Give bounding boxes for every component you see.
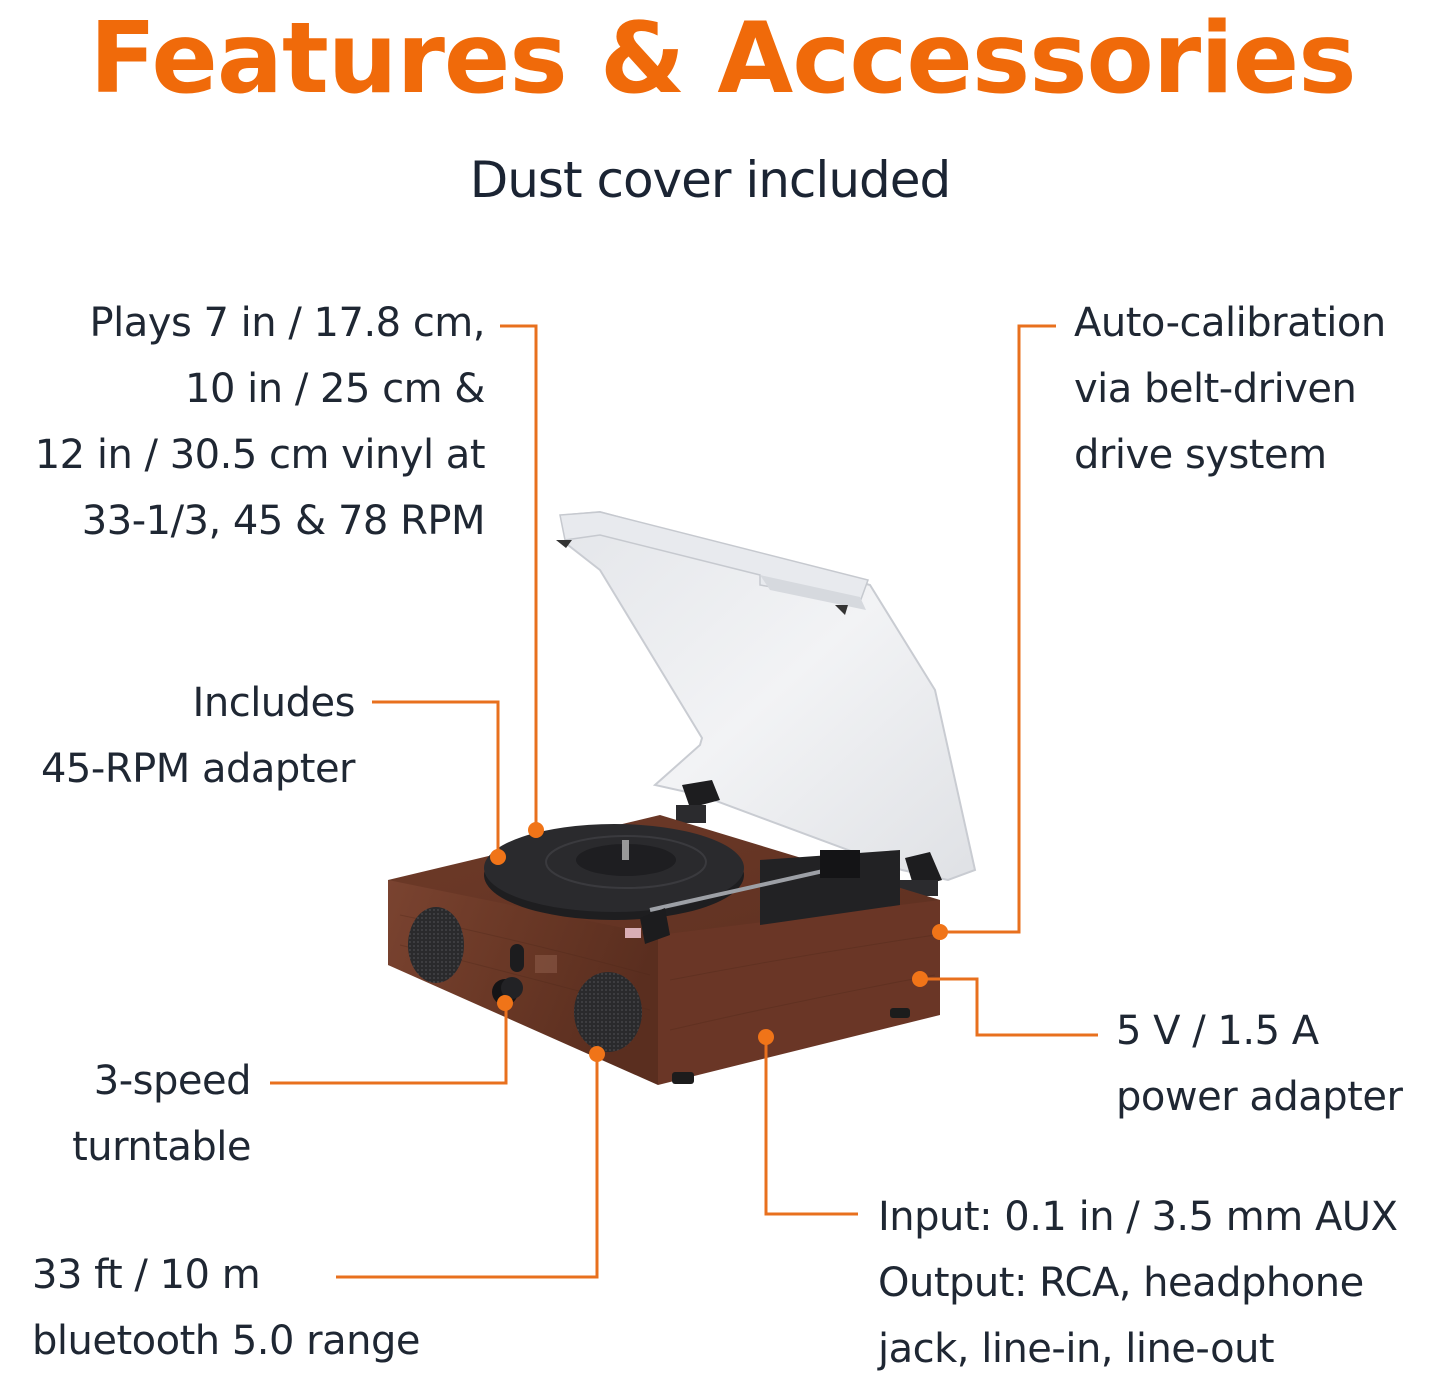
callout-line: power adapter xyxy=(1116,1074,1403,1120)
callout-line: 5 V / 1.5 A xyxy=(1116,1008,1319,1054)
callout-power: 5 V / 1.5 A power adapter xyxy=(1116,998,1403,1130)
callout-adapter: Includes 45-RPM adapter xyxy=(40,670,356,802)
callout-vinyl-sizes: Plays 7 in / 17.8 cm, 10 in / 25 cm & 12… xyxy=(34,290,486,554)
callout-speed: 3-speed turntable xyxy=(72,1048,251,1180)
tonearm xyxy=(649,863,851,912)
callout-calibration: Auto-calibration via belt-driven drive s… xyxy=(1074,290,1386,488)
callout-line: 33 ft / 10 m xyxy=(32,1252,261,1298)
callout-line: drive system xyxy=(1074,432,1327,478)
callout-line: 33-1/3, 45 & 78 RPM xyxy=(81,498,486,544)
leader-lines xyxy=(270,324,1098,1279)
callout-line: jack, line-in, line-out xyxy=(878,1326,1275,1372)
callout-line: 45-RPM adapter xyxy=(40,746,356,792)
callout-line: 3-speed xyxy=(93,1058,252,1104)
callout-line: 10 in / 25 cm & xyxy=(185,366,485,412)
callout-io: Input: 0.1 in / 3.5 mm AUX Output: RCA, … xyxy=(878,1184,1398,1382)
callout-bluetooth: 33 ft / 10 m bluetooth 5.0 range xyxy=(32,1242,420,1374)
page-subtitle: Dust cover included xyxy=(469,151,952,209)
callout-line: Auto-calibration xyxy=(1074,300,1386,346)
callout-line: Input: 0.1 in / 3.5 mm AUX xyxy=(878,1194,1398,1240)
callout-line: Plays 7 in / 17.8 cm, xyxy=(89,300,486,346)
callout-line: Includes xyxy=(192,680,356,726)
tonearm-base xyxy=(760,850,900,925)
base-side xyxy=(658,900,940,1085)
page-title: Features & Accessories xyxy=(89,2,1356,116)
speaker-left xyxy=(408,907,464,983)
callout-dots xyxy=(490,822,948,1062)
hinge-left xyxy=(676,780,720,823)
callout-line: 12 in / 30.5 cm vinyl at xyxy=(34,432,486,478)
mode-button xyxy=(510,944,524,972)
callout-line: bluetooth 5.0 range xyxy=(32,1318,420,1364)
callout-line: turntable xyxy=(72,1124,251,1170)
callout-line: via belt-driven xyxy=(1074,366,1357,412)
spindle xyxy=(622,840,629,860)
dust-cover xyxy=(556,510,977,882)
speaker-right xyxy=(574,972,642,1052)
callout-line: Output: RCA, headphone xyxy=(878,1260,1364,1306)
